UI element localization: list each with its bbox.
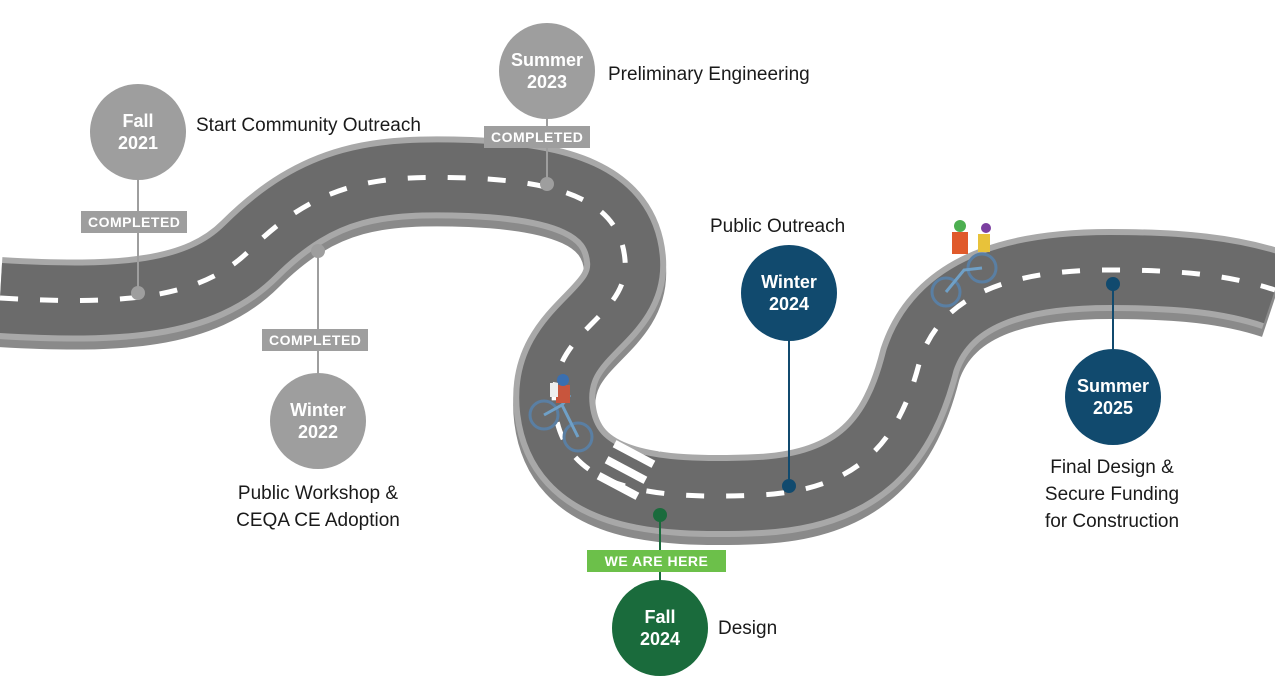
- status-badge: COMPLETED: [484, 126, 591, 148]
- milestone-season: Summer: [1076, 376, 1150, 396]
- road-marker-dot: [1106, 277, 1120, 291]
- milestone-winter-2022: Winter 2022: [270, 373, 366, 469]
- milestone-season: Summer: [510, 50, 584, 70]
- milestone-title-line: Public Workshop &: [237, 483, 399, 504]
- milestone-stem: [317, 252, 319, 377]
- milestone-year: 2024: [768, 294, 810, 314]
- milestone-stem: [546, 118, 548, 186]
- status-badge-current: WE ARE HERE: [587, 550, 726, 572]
- road-marker-dot: [653, 508, 667, 522]
- milestone-stem: [1112, 285, 1114, 355]
- status-badge: COMPLETED: [81, 211, 188, 233]
- cyclists-pair-icon: [930, 220, 998, 308]
- road-marker-dot: [782, 479, 796, 493]
- road-center-dashes: [0, 174, 1275, 499]
- milestone-title-line: for Construction: [1044, 511, 1180, 532]
- milestone-title: Public Outreach: [710, 216, 846, 237]
- milestone-season: Winter: [761, 272, 817, 292]
- milestone-winter-2024: Winter 2024: [741, 245, 837, 341]
- milestone-title: Design: [718, 618, 778, 639]
- milestone-title: Preliminary Engineering: [608, 64, 810, 85]
- milestone-title-line: CEQA CE Adoption: [236, 510, 400, 531]
- milestone-summer-2025: Summer 2025: [1065, 349, 1161, 445]
- cyclist-icon: [528, 374, 594, 453]
- milestone-title: Start Community Outreach: [196, 115, 421, 136]
- status-badge: COMPLETED: [262, 329, 369, 351]
- milestone-season: Fall: [122, 111, 154, 131]
- milestone-year: 2021: [117, 133, 159, 153]
- road-marker-dot: [540, 177, 554, 191]
- milestone-year: 2025: [1092, 398, 1134, 418]
- milestone-title-line: Final Design &: [1050, 457, 1174, 478]
- milestone-fall-2024: Fall 2024: [612, 580, 708, 676]
- milestone-title: Public Workshop & CEQA CE Adoption: [218, 480, 418, 534]
- milestone-title: Final Design & Secure Funding for Constr…: [1012, 454, 1212, 535]
- milestone-fall-2021: Fall 2021: [90, 84, 186, 180]
- road-marker-dot: [311, 244, 325, 258]
- milestone-season: Winter: [290, 400, 346, 420]
- milestone-stem: [788, 335, 790, 485]
- milestone-year: 2022: [297, 422, 339, 442]
- milestone-title-line: Secure Funding: [1044, 484, 1180, 505]
- crosswalk: [596, 424, 664, 500]
- road-marker-dot: [131, 286, 145, 300]
- milestone-summer-2023: Summer 2023: [499, 23, 595, 119]
- milestone-year: 2023: [526, 72, 568, 92]
- milestone-year: 2024: [639, 629, 681, 649]
- milestone-season: Fall: [644, 607, 676, 627]
